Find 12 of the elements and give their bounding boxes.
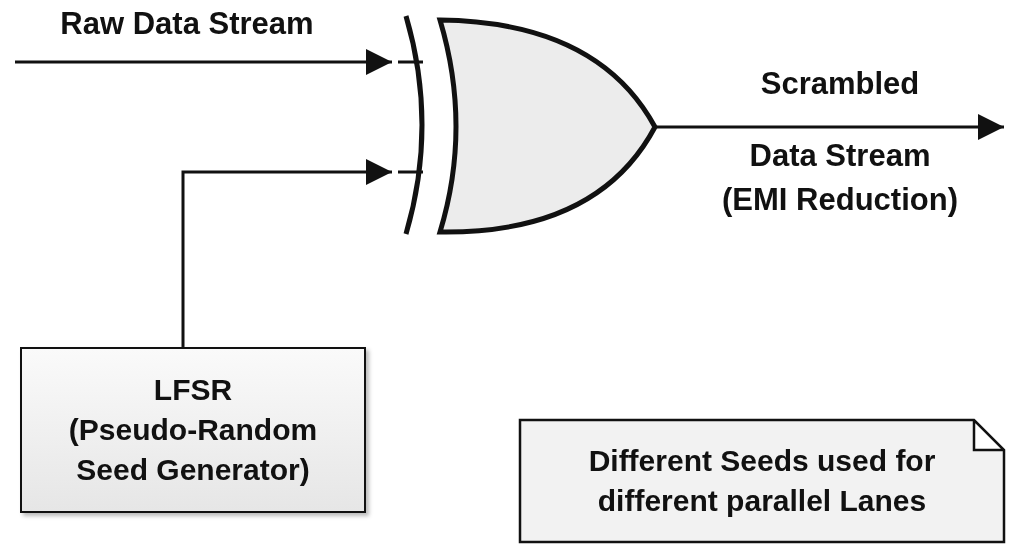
generator-box <box>20 347 366 513</box>
arrow <box>15 49 392 75</box>
note-box <box>518 418 1006 544</box>
arrow <box>657 114 1004 140</box>
box-title: LFSR <box>152 372 234 408</box>
output-description: Data Stream <box>748 137 932 175</box>
arrow <box>181 159 392 347</box>
note-text: Different Seeds used for different parallel Lanes <box>587 443 937 519</box>
edge-label: Scrambled <box>759 66 921 102</box>
edge-label: Raw Data Stream <box>59 6 315 42</box>
box-description: (Pseudo-Random Seed Generator) <box>67 412 319 488</box>
output-description: (EMI Reduction) <box>721 181 959 219</box>
